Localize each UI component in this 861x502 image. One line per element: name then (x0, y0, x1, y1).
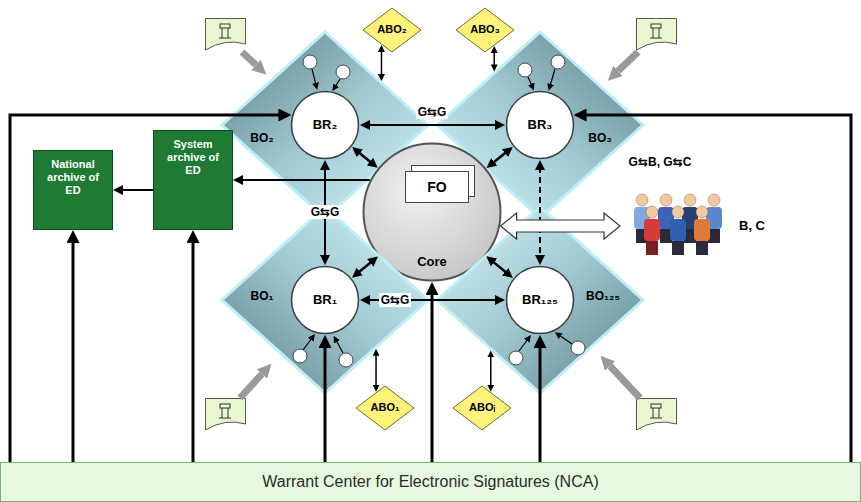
flow-note: G⇆B, G⇆C (627, 155, 694, 169)
connector (375, 354, 377, 387)
node-label: BO₂ (250, 131, 273, 145)
node-label: ABO₃ (470, 23, 500, 36)
connector (490, 355, 492, 386)
node-label: B, C (739, 218, 765, 234)
document-box: FO (405, 165, 475, 203)
archive-box: System archive of ED (153, 130, 233, 230)
archive-box: National archive of ED (33, 150, 113, 230)
connector (367, 124, 498, 126)
people-group: B, C (620, 188, 800, 264)
connector (539, 344, 542, 462)
abo-diamond: ABO₁ (355, 385, 415, 431)
document-icon (637, 399, 677, 431)
connector (240, 179, 370, 181)
abo-diamond: ABO₃ (455, 7, 515, 53)
office-diamond: BO₂ BR₂ (220, 30, 430, 220)
node-label: ABO₁ (371, 401, 400, 414)
node-label: BR₃ (528, 117, 553, 133)
connector (431, 291, 434, 462)
document-icon (637, 19, 677, 51)
node-label: BO₁ (251, 289, 274, 303)
people-figures (634, 194, 722, 255)
input-arrow (618, 52, 638, 71)
edge-label: G⇆G (416, 105, 449, 119)
node-label: BO₁₂₅ (586, 289, 620, 303)
connector (324, 344, 327, 462)
abo-diamond: ABO₂ (362, 7, 422, 53)
abo-diamond: ABOᵢ (452, 385, 512, 431)
node-label: Warrant Center for Electronic Signatures… (4, 472, 857, 491)
connector (72, 239, 75, 462)
edge-label: G⇆G (309, 205, 342, 219)
node-label: ABO₂ (377, 23, 406, 36)
input-arrow (610, 366, 640, 398)
router-circle: BR₁₂₅ (505, 265, 575, 335)
router-circle: BR₃ (505, 90, 575, 160)
connector (493, 51, 495, 67)
node-label: BR₂ (313, 117, 338, 133)
input-arrow (242, 52, 256, 65)
authority-band: Warrant Center for Electronic Signatures… (0, 462, 861, 502)
office-diamond: BO₃ BR₃ (435, 30, 645, 220)
router-circle: BR₁ (290, 265, 360, 335)
connector (381, 50, 383, 76)
node-label: ABOᵢ (469, 401, 495, 414)
node-label: Core (417, 254, 447, 270)
core-circle: Core FO (362, 142, 502, 282)
node-label: FO (427, 179, 446, 196)
edge-label: G⇆G (379, 293, 412, 307)
connector (192, 239, 195, 462)
node-label: BO₃ (588, 131, 612, 145)
node-label: BR₁₂₅ (522, 292, 558, 308)
connector (120, 189, 153, 191)
node-label: BR₁ (313, 292, 337, 308)
document-icon (206, 399, 246, 431)
router-circle: BR₂ (290, 90, 360, 160)
node-label: System archive of ED (161, 138, 225, 178)
document-icon (206, 19, 246, 51)
input-arrow (240, 374, 262, 398)
node-label: National archive of ED (41, 158, 105, 198)
office-diamond: BO₁₂₅ BR₁₂₅ (435, 205, 645, 395)
